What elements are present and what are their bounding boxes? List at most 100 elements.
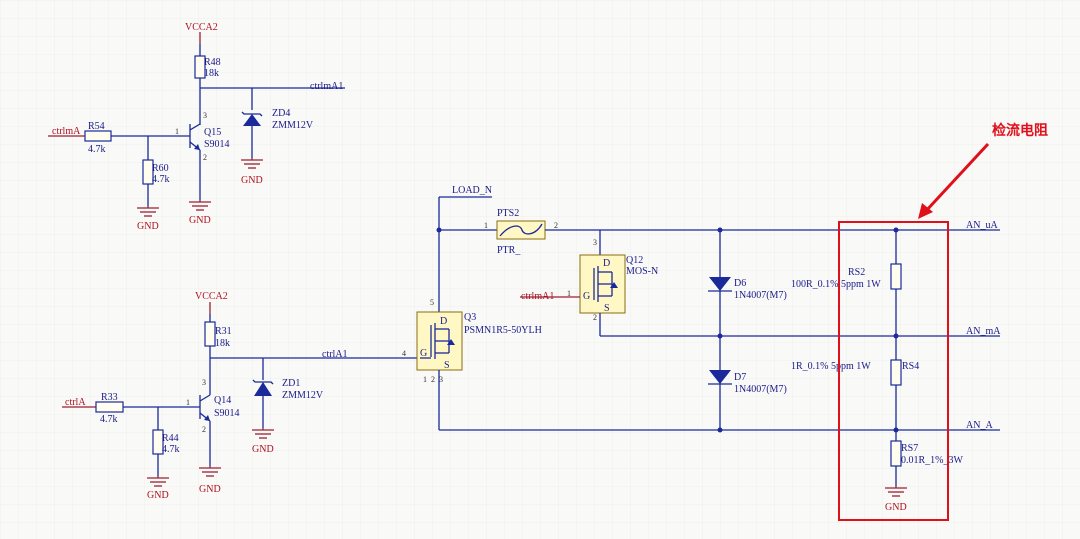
rs4-resistor[interactable] bbox=[890, 359, 902, 386]
q14-pin3: 3 bbox=[202, 378, 206, 387]
r48-ref: R48 bbox=[204, 57, 221, 68]
q14-value: S9014 bbox=[214, 408, 240, 419]
ctrlmA-in-label: ctrlmA bbox=[52, 126, 81, 137]
q14-gnd-label: GND bbox=[199, 484, 221, 495]
r44-value: 4.7k bbox=[162, 444, 180, 455]
zd4-zener-body[interactable] bbox=[243, 114, 261, 126]
r60-ref: R60 bbox=[152, 163, 169, 174]
zd1-zener-bar bbox=[252, 379, 274, 385]
d6-diode[interactable] bbox=[708, 277, 732, 292]
q3-pin4: 4 bbox=[402, 349, 406, 358]
d7-ref: D7 bbox=[734, 372, 746, 383]
q14-ref: Q14 bbox=[214, 395, 231, 406]
ctrlmA1-out-label: ctrlmA1 bbox=[310, 81, 343, 92]
q12-pin2: 2 bbox=[593, 313, 597, 322]
an-a-label: AN_A bbox=[966, 420, 993, 431]
q12-value: MOS-N bbox=[626, 266, 658, 277]
an-ua-label: AN_uA bbox=[966, 220, 998, 231]
r54-resistor[interactable] bbox=[84, 130, 112, 142]
q15-gnd-symbol bbox=[189, 200, 211, 211]
zd4-zener-bar bbox=[241, 111, 263, 117]
ctrlA-in-label: ctrlA bbox=[65, 397, 86, 408]
q3-pin1: 1 bbox=[423, 375, 427, 384]
shunt-annotation: 检流电阻 bbox=[838, 122, 1048, 521]
rs2-ref: RS2 bbox=[848, 267, 865, 278]
pts2-ref: PTS2 bbox=[497, 208, 519, 219]
r33-ref: R33 bbox=[101, 392, 118, 403]
zd1-gnd-label: GND bbox=[252, 444, 274, 455]
q12-pin-g: G bbox=[583, 291, 590, 302]
junction-rs-mid bbox=[893, 333, 899, 339]
q15-pin3: 3 bbox=[203, 111, 207, 120]
zd1-zener-body[interactable] bbox=[254, 382, 272, 396]
q3-pin-d: D bbox=[440, 316, 447, 327]
q15-ref: Q15 bbox=[204, 127, 221, 138]
q14-pin1: 1 bbox=[186, 398, 190, 407]
q15-transistor[interactable] bbox=[189, 123, 201, 151]
junction-rs-top bbox=[893, 227, 899, 233]
rs7-resistor[interactable] bbox=[890, 440, 902, 467]
load-n-label: LOAD_N bbox=[452, 185, 492, 196]
rs2-value: 100R_0.1% 5ppm 1W bbox=[791, 279, 881, 290]
zd4-value: ZMM12V bbox=[272, 120, 314, 131]
r33-resistor[interactable] bbox=[95, 401, 124, 413]
r60-gnd-symbol bbox=[137, 206, 159, 217]
rs7-ref: RS7 bbox=[901, 443, 918, 454]
q15-pin2: 2 bbox=[203, 153, 207, 162]
r31-resistor[interactable] bbox=[204, 321, 216, 347]
pts2-pin1: 1 bbox=[484, 221, 488, 230]
r60-gnd-label: GND bbox=[137, 221, 159, 232]
q3-pin2: 2 bbox=[431, 375, 435, 384]
d7-value: 1N4007(M7) bbox=[734, 384, 787, 395]
junction-d-mid bbox=[717, 333, 723, 339]
an-ma-label: AN_mA bbox=[966, 326, 1001, 337]
q15-value: S9014 bbox=[204, 139, 230, 150]
zd4-ref: ZD4 bbox=[272, 108, 290, 119]
zd4-gnd-symbol bbox=[241, 158, 263, 169]
q3-ref: Q3 bbox=[464, 312, 476, 323]
q14-transistor[interactable] bbox=[199, 394, 211, 422]
q15-pin1: 1 bbox=[175, 127, 179, 136]
r54-ref: R54 bbox=[88, 121, 105, 132]
top-driver-section: VCCA2 R48 18k ctrlmA1 ZD4 ZMM12V GND ctr… bbox=[48, 22, 345, 232]
d7-diode[interactable] bbox=[708, 370, 732, 385]
junction-d-bot bbox=[717, 427, 723, 433]
power-path-section: LOAD_N 1 PTS2 PTR_ 2 3 D S G Q12 MOS-N c bbox=[416, 185, 1001, 513]
rs4-value: 1R_0.1% 5ppm 1W bbox=[791, 361, 871, 372]
q3-mosfet-symbol bbox=[430, 323, 455, 359]
rs7-gnd-symbol bbox=[885, 486, 907, 497]
q3-pin5: 5 bbox=[430, 298, 434, 307]
rs2-resistor[interactable] bbox=[890, 263, 902, 290]
q12-mosfet-symbol bbox=[593, 266, 618, 302]
rs7-gnd-label: GND bbox=[885, 502, 907, 513]
q3-pin-s: S bbox=[444, 360, 450, 371]
r31-ref: R31 bbox=[215, 326, 232, 337]
q12-pin3: 3 bbox=[593, 238, 597, 247]
shunt-highlight-box bbox=[838, 221, 949, 521]
ctrlA1-out-label: ctrlA1 bbox=[322, 349, 348, 360]
r48-value: 18k bbox=[204, 68, 219, 79]
r33-value: 4.7k bbox=[100, 414, 118, 425]
zd1-value: ZMM12V bbox=[282, 390, 324, 401]
zd1-gnd-symbol bbox=[252, 428, 274, 439]
pts2-pin2: 2 bbox=[554, 221, 558, 230]
rs7-value: 0.01R_1%_3W bbox=[901, 455, 964, 466]
junction-load bbox=[436, 227, 442, 233]
q3-value: PSMN1R5-50YLH bbox=[464, 325, 542, 336]
d6-value: 1N4007(M7) bbox=[734, 290, 787, 301]
q3-pin-g: G bbox=[420, 348, 427, 359]
zd4-gnd-label: GND bbox=[241, 175, 263, 186]
vcca2-top-label: VCCA2 bbox=[185, 22, 218, 33]
q15-gnd-label: GND bbox=[189, 215, 211, 226]
annotation-arrow-shaft bbox=[923, 142, 990, 214]
r44-ref: R44 bbox=[162, 433, 179, 444]
annotation-label: 检流电阻 bbox=[992, 122, 1048, 139]
rs4-ref: RS4 bbox=[902, 361, 919, 372]
q12-ref: Q12 bbox=[626, 255, 643, 266]
q14-pin2: 2 bbox=[202, 425, 206, 434]
junction-d-top bbox=[717, 227, 723, 233]
annotation-arrow-head bbox=[918, 203, 933, 219]
r44-gnd-label: GND bbox=[147, 490, 169, 501]
r44-gnd-symbol bbox=[147, 476, 169, 487]
